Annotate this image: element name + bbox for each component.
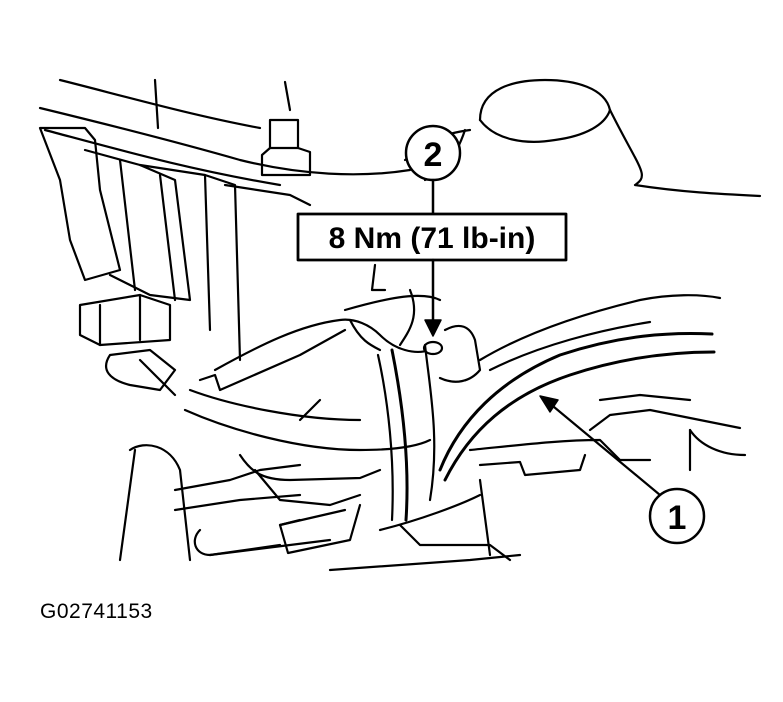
right-structure	[468, 393, 747, 477]
lower-assembly	[118, 444, 522, 572]
callout-1-circle	[648, 487, 706, 545]
dome-housing	[403, 78, 762, 198]
background-contours	[38, 78, 412, 187]
top-bolt	[260, 118, 312, 177]
callout-2-group: 2 8 Nm (71 lb-in)	[296, 124, 568, 337]
torque-arrow-head	[424, 319, 442, 337]
torque-spec-label: 8 Nm (71 lb-in)	[329, 222, 536, 255]
main-cylinder	[376, 343, 436, 522]
fastener-point	[422, 324, 482, 383]
left-block	[78, 293, 177, 397]
central-body	[183, 263, 442, 452]
callout-1-leader	[546, 400, 662, 497]
callout-1-label: 1	[668, 499, 687, 537]
callout-1-group: 1	[539, 395, 706, 545]
figure-id: G02741153	[40, 600, 153, 623]
callout-2-label: 2	[424, 136, 443, 174]
callout-1-arrow-head	[539, 395, 559, 413]
left-bracket	[38, 126, 312, 362]
hose-lines	[438, 294, 722, 482]
